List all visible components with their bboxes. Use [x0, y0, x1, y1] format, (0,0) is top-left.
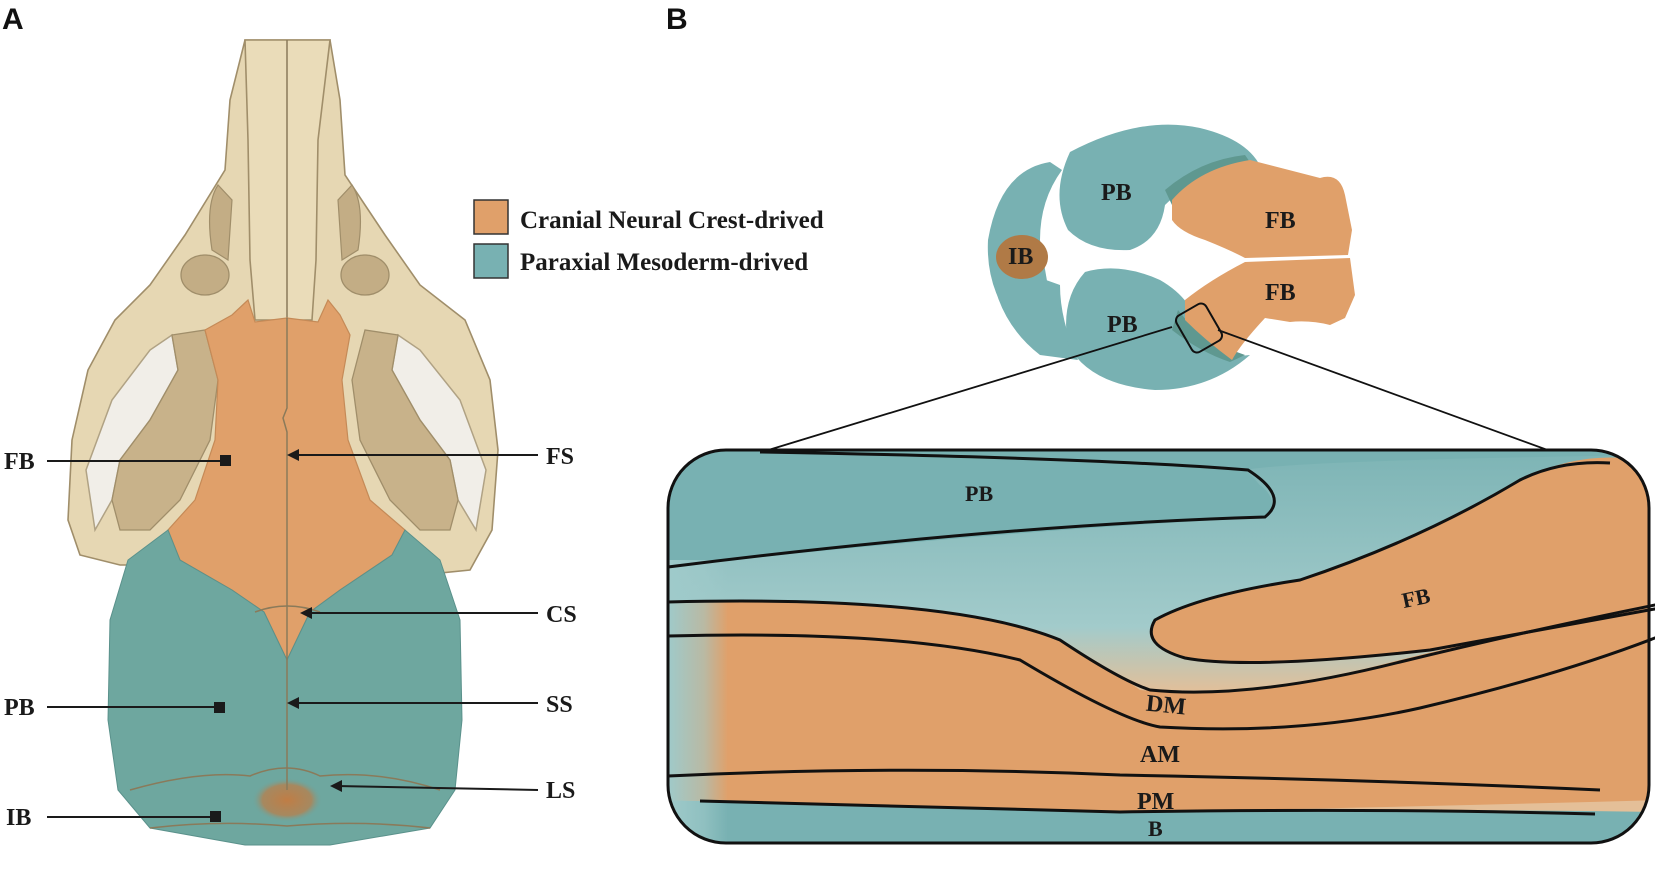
top-label-pb-upper: PB: [1101, 180, 1132, 206]
marker-pb: [214, 702, 225, 713]
interparietal-patch: [252, 778, 322, 822]
skull-illustration: [67, 39, 499, 846]
top-label-ib: IB: [1008, 244, 1033, 270]
right-zygomatic: [351, 329, 459, 531]
detail-pb-finger: [668, 452, 1272, 566]
detail-band-b: [668, 800, 1649, 843]
legend-swatch-neural-crest: [473, 199, 509, 235]
marker-fb: [220, 455, 231, 466]
detail-label-b: B: [1148, 816, 1163, 841]
legend: Cranial Neural Crest-drived Paraxial Mes…: [473, 199, 824, 279]
top-ib-crescent-lower: [990, 260, 1078, 360]
top-ib-patch: [996, 235, 1048, 279]
detail-fb-finger: [1151, 457, 1649, 663]
top-fb-upper: [1172, 160, 1352, 258]
top-fb-lower: [1185, 258, 1355, 360]
detail-orange-body: [668, 600, 1649, 812]
parietal-region: [107, 529, 463, 846]
detail-label-dm: DM: [1145, 691, 1187, 721]
legend-label-neural-crest: Cranial Neural Crest-drived: [520, 207, 824, 234]
top-label-fb-lower: FB: [1265, 280, 1296, 306]
top-view-diagram: PB PB FB FB IB: [761, 124, 1554, 453]
panel-letter-b: B: [666, 3, 688, 36]
label-ls: LS: [546, 778, 575, 804]
zoom-box: [1174, 302, 1224, 354]
label-cs: CS: [546, 602, 577, 628]
panel-letter-a: A: [2, 3, 24, 36]
marker-ib: [210, 811, 221, 822]
detail-label-pm: PM: [1137, 789, 1174, 815]
top-label-fb-upper: FB: [1265, 208, 1296, 234]
top-label-pb-lower: PB: [1107, 312, 1138, 338]
skull-right-labels: FS CS SS LS: [287, 444, 577, 804]
label-pb: PB: [4, 695, 35, 721]
skull-left-labels: FB PB IB: [4, 449, 231, 831]
legend-label-mesoderm: Paraxial Mesoderm-drived: [520, 249, 808, 276]
detail-frame: [666, 448, 1651, 845]
label-ib: IB: [6, 805, 31, 831]
detail-label-fb: FB: [1400, 583, 1433, 613]
top-pb-upper: [1059, 124, 1262, 251]
legend-swatch-mesoderm: [473, 243, 509, 279]
zoom-line-left: [761, 326, 1173, 453]
detail-label-pb: PB: [965, 481, 993, 506]
detail-label-am: AM: [1140, 742, 1180, 768]
label-fs: FS: [546, 444, 574, 470]
top-pb-lower: [1066, 268, 1250, 390]
suture-detail-diagram: PB FB DM AM PM B: [666, 448, 1655, 845]
label-ss: SS: [546, 692, 573, 718]
label-fb: FB: [4, 449, 35, 475]
zoom-line-right: [1217, 329, 1554, 453]
